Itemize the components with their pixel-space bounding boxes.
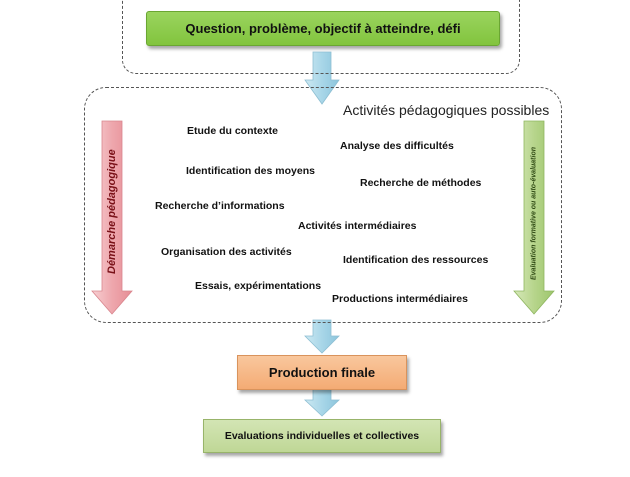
activity-item: Identification des moyens [186,165,315,177]
activity-item: Productions intermédiaires [332,293,468,305]
activity-item: Recherche d’informations [155,200,285,212]
activity-item: Analyse des difficultés [340,140,454,152]
top-dashed-box [122,0,520,74]
evaluations-box: Evaluations individuelles et collectives [203,419,441,453]
down-arrow-2 [304,319,340,354]
down-arrow-1 [304,51,340,105]
activity-item: Activités intermédiaires [298,220,417,232]
final-production-box: Production finale [237,355,407,390]
activities-dashed-box [84,87,562,323]
activity-item: Organisation des activités [161,246,292,258]
left-arrow-label: Démarche pédagogique [106,149,118,274]
activity-item: Recherche de méthodes [360,177,482,189]
question-box: Question, problème, objectif à atteindre… [146,11,500,46]
down-arrow-3 [303,388,341,417]
activities-title: Activités pédagogiques possibles [343,102,550,118]
right-arrow-label: Evaluation formative ou auto-évaluation [530,146,538,281]
activity-item: Identification des ressources [343,254,489,266]
activity-item: Essais, expérimentations [195,280,322,292]
left-process-arrow [91,120,133,315]
activity-item: Etude du contexte [187,125,279,137]
